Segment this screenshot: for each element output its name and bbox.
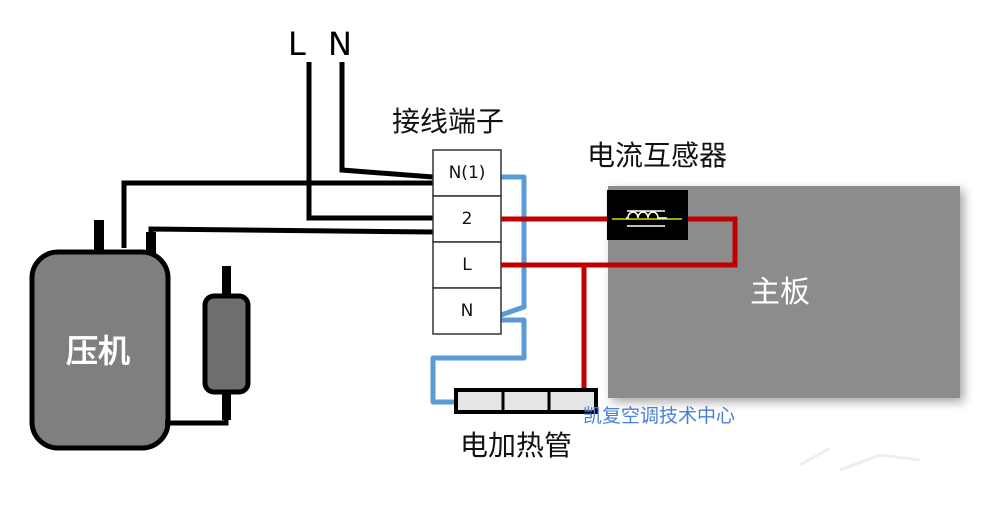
- blue-wires: [430, 174, 527, 405]
- heater-tube-body: [454, 388, 598, 414]
- black-wires: [121, 62, 434, 426]
- main-board-label: 主板: [750, 275, 810, 310]
- capacitor-top-stub: [222, 266, 231, 298]
- compressor-body: [29, 249, 171, 451]
- capacitor-bottom-stub: [222, 390, 231, 420]
- ct-coil: [626, 211, 667, 219]
- wire-n-supply: [339, 62, 434, 180]
- heater-tube: [454, 388, 598, 414]
- terminal-label-2: 2: [461, 209, 473, 229]
- compressor-capacitor: [202, 293, 251, 395]
- wire-compressor-to-n1: [121, 180, 433, 248]
- terminal-cell-2: [432, 195, 502, 243]
- wire-compressor-to-2: [148, 226, 434, 240]
- terminal-label-n1: N(1): [448, 163, 486, 183]
- faint-mark: [799, 446, 921, 472]
- terminal-label-l: L: [462, 255, 472, 275]
- compressor-terminal-2: [146, 232, 156, 258]
- heater-tube-label: 电加热管: [460, 429, 573, 462]
- current-transformer-label: 电流互感器: [587, 139, 728, 172]
- wire-l-supply: [306, 62, 433, 221]
- current-transformer: [607, 190, 688, 240]
- wire-blue-to-heater: [430, 317, 527, 405]
- compressor-terminal-1: [94, 220, 104, 256]
- wire-red-ct-to-board: [501, 216, 738, 268]
- red-wires: [501, 216, 738, 398]
- terminal-block: [432, 149, 502, 335]
- terminal-label-n: N: [460, 301, 474, 321]
- wire-capacitor-to-compressor: [165, 420, 229, 426]
- watermark-text: 凯复空调技术中心: [583, 405, 736, 427]
- wire-blue-neutral-loop: [500, 174, 527, 318]
- line-n-label: N: [328, 25, 352, 63]
- terminal-cell-n: [432, 287, 502, 335]
- line-l-label: L: [288, 25, 306, 63]
- compressor-label: 压机: [66, 332, 131, 370]
- terminal-block-label: 接线端子: [392, 105, 505, 138]
